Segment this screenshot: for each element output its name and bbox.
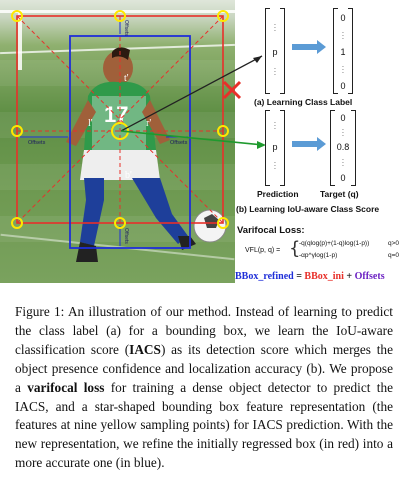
prediction-vector-b: ... p ... (265, 110, 285, 186)
loss-title: Varifocal Loss: (237, 225, 305, 236)
caption-text: for training a dense object detector to … (15, 379, 394, 471)
caption-text: ) as its detection score which merges th… (15, 341, 393, 395)
offsets-label-left: Offsets (28, 140, 46, 146)
offsets-label-right: Offsets (170, 140, 188, 146)
vector-cell: p (272, 47, 278, 57)
offsets-label-top: Offsets (123, 20, 129, 36)
football (193, 209, 227, 243)
loss-case1-cond: q>0 (388, 240, 400, 247)
caption-text: Figure 1: An illustration of our method.… (15, 304, 393, 357)
vector-cell: 0.8 (336, 142, 350, 152)
goal-post (18, 10, 22, 70)
vector-cell: 0 (340, 173, 346, 183)
figure-caption: Figure 1: An illustration of our method.… (15, 303, 393, 473)
loss-lhs: VFL(p, q) = (245, 247, 281, 254)
eq-bbox-ini: BBox_ini (304, 271, 344, 282)
vector-cell: 0 (340, 81, 346, 91)
bbox-refinement-equation: BBox_refined = BBox_ini + Offsets (235, 271, 385, 282)
eq-bbox-refined: BBox_refined (235, 271, 294, 282)
vector-cell: 0 (340, 13, 346, 23)
vector-cell: 1 (340, 47, 346, 57)
loss-case2-cond: q=0 (388, 252, 400, 259)
football-photo: 17 (0, 0, 235, 283)
col-label-prediction: Prediction (257, 189, 299, 199)
player-figure: 17 (66, 47, 196, 262)
figure: 17 (0, 0, 403, 283)
target-vector-a: 0 ... 1 ... 0 (333, 8, 353, 94)
vector-cell: p (272, 142, 278, 152)
offsets-label-bottom: Offsets (123, 228, 129, 244)
varifocal-loss-formula: Varifocal Loss: VFL(p, q) = { -q(qlog(p)… (235, 222, 403, 277)
prediction-vector-a: ... p ... (265, 8, 285, 94)
label-b-prime: b' (125, 170, 132, 181)
caption-bold-varifocal: varifocal loss (27, 379, 105, 395)
loss-case1: -q(qlog(p)+(1-q)log(1-p)) (299, 240, 370, 247)
loss-case2: -αp^γlog(1-p) (299, 252, 338, 259)
vector-cell: 0 (340, 113, 346, 123)
target-vector-b: 0 ... 0.8 ... 0 (330, 110, 356, 186)
arrow-b (292, 137, 326, 151)
arrow-a (292, 40, 326, 54)
panel-a-label: (a) Learning Class Label (254, 97, 353, 107)
label-t-prime: t' (124, 73, 129, 84)
panel-b-label: (b) Learning IoU-aware Class Score (236, 204, 380, 214)
label-l-prime: l' (88, 118, 93, 129)
sampling-points (11, 10, 229, 229)
label-r-prime: r' (146, 118, 152, 129)
brace-symbol: { (289, 238, 301, 259)
eq-equals: = (293, 271, 305, 282)
eq-plus: + (343, 271, 355, 282)
caption-bold-iacs: IACS (129, 341, 161, 357)
eq-offsets: Offsets (354, 271, 385, 282)
col-label-target: Target (q) (320, 189, 359, 199)
